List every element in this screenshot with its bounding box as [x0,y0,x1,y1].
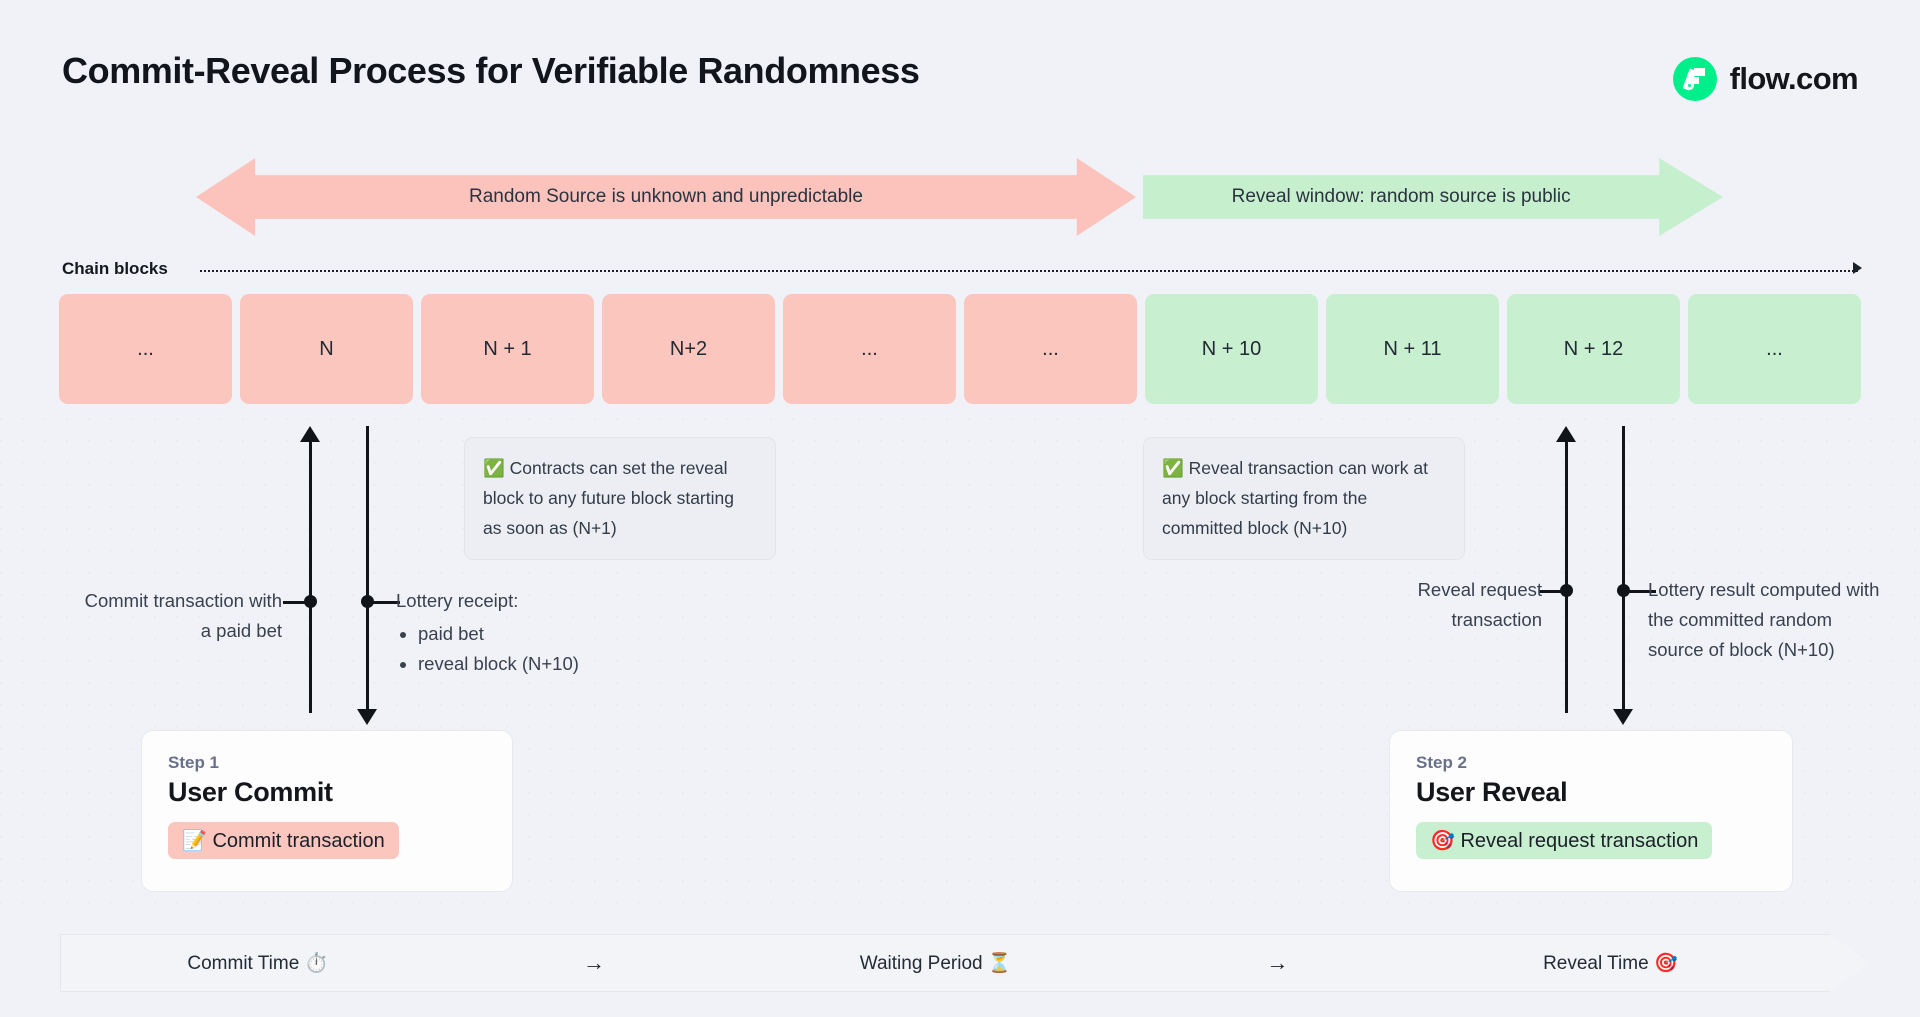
step-kicker: Step 2 [1416,753,1468,772]
list-item: paid bet [418,619,686,649]
result-arrow-down-line [1622,426,1625,711]
commit-arrow-up-line [309,440,312,713]
lottery-receipt-title: Lottery receipt: [396,590,519,611]
chain-block[interactable]: ... [1688,294,1861,404]
chain-block[interactable]: N + 11 [1326,294,1499,404]
commit-transaction-pill[interactable]: 📝 Commit transaction [168,822,399,859]
commit-arrow-dot [304,595,317,608]
flow-logo-icon [1672,57,1717,101]
step-kicker: Step 1 [168,753,220,772]
reveal-request-transaction-pill[interactable]: 🎯 Reveal request transaction [1416,822,1713,859]
reveal-arrow-up-head-icon [1556,426,1576,442]
step-title: User Commit [168,777,333,807]
chain-block[interactable]: ... [783,294,956,404]
receipt-connector-stub [370,601,400,604]
note-reveal-transaction-window: ✅ Reveal transaction can work at any blo… [1143,437,1465,560]
chain-axis-arrow-icon [1853,262,1862,274]
phase-label-unpredictable: Random Source is unknown and unpredictab… [469,186,863,207]
receipt-arrow-down-head-icon [357,709,377,725]
chain-block[interactable]: ... [59,294,232,404]
receipt-arrow-dot [361,595,374,608]
chain-blocks-row: ... N N + 1 N+2 ... ... N + 10 N + 11 N … [59,294,1861,404]
chain-blocks-label: Chain blocks [62,259,168,278]
chain-block[interactable]: N + 1 [421,294,594,404]
label-reveal-request-transaction: Reveal request transaction [1417,579,1542,630]
label-lottery-receipt: Lottery receipt: paid bet reveal block (… [396,586,686,679]
result-arrow-down-head-icon [1613,709,1633,725]
step-card-user-commit[interactable]: Step 1 User Commit 📝 Commit transaction [141,730,513,892]
result-connector-stub [1626,590,1656,593]
flow-logo-text: flow.com [1729,61,1859,96]
receipt-arrow-down-line [366,426,369,711]
chain-block[interactable]: ... [964,294,1137,404]
chain-block[interactable]: N+2 [602,294,775,404]
lottery-receipt-list: paid bet reveal block (N+10) [396,619,686,679]
chain-block[interactable]: N + 10 [1145,294,1318,404]
phase-arrow-row: Random Source is unknown and unpredictab… [0,158,1920,238]
step-card-user-reveal[interactable]: Step 2 User Reveal 🎯 Reveal request tran… [1389,730,1793,892]
step-title: User Reveal [1416,777,1568,807]
label-lottery-result: Lottery result computed with the committ… [1648,579,1880,660]
commit-arrow-up-head-icon [300,426,320,442]
chain-block[interactable]: N [240,294,413,404]
chain-block[interactable]: N + 12 [1507,294,1680,404]
reveal-arrow-up-line [1565,440,1568,713]
phase-label-reveal-window: Reveal window: random source is public [1231,186,1571,207]
phase-arrow-reveal-window: Reveal window: random source is public [1143,158,1723,236]
page-title: Commit-Reveal Process for Verifiable Ran… [62,50,920,91]
reveal-arrow-dot [1560,584,1573,597]
flow-logo: flow.com [1672,57,1859,101]
label-commit-transaction: Commit transaction with a paid bet [84,590,282,641]
reveal-connector-stub [1539,590,1569,593]
phase-arrow-unpredictable: Random Source is unknown and unpredictab… [196,158,1136,236]
list-item: reveal block (N+10) [418,649,686,679]
commit-connector-stub [283,601,313,604]
result-arrow-dot [1617,584,1630,597]
note-contracts-reveal-block: ✅ Contracts can set the reveal block to … [464,437,776,560]
timeline-banner [60,934,1870,992]
chain-axis-line [200,270,1858,274]
